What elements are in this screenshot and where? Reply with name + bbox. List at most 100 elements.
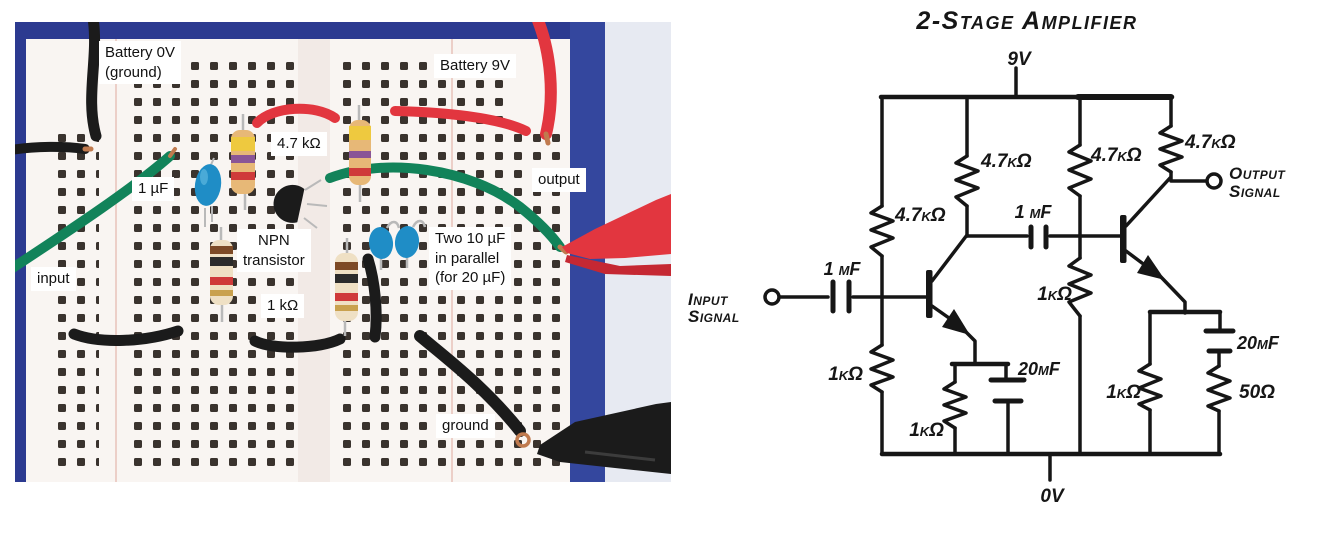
black-wire-vertical	[362, 253, 382, 343]
resistor-collector1-zigzag	[954, 154, 980, 208]
black-wire-ground-diagonal	[414, 330, 526, 437]
resistor-lead	[343, 238, 349, 336]
resistor-output50-zigzag	[1206, 364, 1232, 413]
label-line: (for 20 µF)	[435, 269, 506, 286]
q1-emitter-lead	[930, 304, 977, 364]
input-signal-label-line2: Signal	[688, 307, 740, 326]
emitter2-network-wires	[1148, 311, 1222, 456]
hole-grid-left-rail	[49, 130, 99, 470]
resistor-47k-1	[231, 114, 255, 210]
r-divider2-bottom-label: 1kΩ	[1037, 284, 1072, 305]
r-divider2-top-label: 4.7kΩ	[1090, 145, 1142, 166]
q1-emitter-arrow	[942, 309, 970, 335]
label-resistor-47k: 4.7 kΩ	[271, 132, 327, 156]
copper-tip-3	[543, 131, 551, 146]
c-bypass1-label: 20µF	[1017, 359, 1061, 379]
q1-collector-lead	[930, 233, 969, 283]
label-two-10uf: Two 10 µF in parallel (for 20 µF)	[429, 227, 512, 290]
label-line: Battery 0V	[105, 44, 176, 61]
resistor-body	[210, 240, 233, 305]
black-jumper-2	[249, 333, 346, 353]
capacitor-body	[368, 227, 394, 259]
band-brown	[210, 246, 233, 254]
label-line: in parallel	[435, 249, 500, 267]
bypass2-cap-plates	[1203, 328, 1236, 354]
copper-tip-2	[168, 147, 177, 158]
c-coupling-label: 1 µF	[1015, 202, 1053, 222]
copper-tip-4	[557, 244, 569, 255]
transistor-body	[273, 184, 305, 223]
red-wire-right-horizontal	[390, 106, 531, 136]
schematic-text: 2-Stage Amplifier 9V 0V Input Signal Out…	[688, 7, 1286, 507]
copper-loop-ground	[515, 432, 531, 448]
band-red	[231, 172, 255, 180]
band-red	[210, 277, 233, 285]
resistor-emitter1-zigzag	[942, 380, 968, 430]
resistor-47k-2	[349, 105, 371, 202]
label-input: input	[31, 267, 76, 291]
band-gold	[335, 305, 358, 311]
label-line: NPN	[258, 232, 290, 249]
capacitor-10uf-pair	[368, 219, 427, 270]
bypass1-cap-plates	[988, 377, 1027, 404]
label-ground: ground	[436, 414, 495, 438]
band-yellow	[349, 126, 371, 140]
black-alligator-clip	[537, 402, 671, 474]
r-emitter1-label: 1kΩ	[909, 420, 944, 441]
black-wire-top-left	[86, 22, 102, 142]
band-gold	[210, 290, 233, 296]
q2-collector-lead	[1124, 176, 1172, 228]
black-jumper-1	[68, 325, 184, 346]
frame-left-band	[15, 22, 26, 482]
capacitor-body	[394, 226, 420, 258]
q2-base-bar	[1120, 215, 1127, 263]
r-collector1-label: 4.7kΩ	[980, 151, 1032, 172]
npn-transistor-component	[273, 179, 328, 229]
resistor-lead	[219, 227, 224, 322]
red-wire-battery	[532, 22, 557, 140]
schematic-title: 2-Stage Amplifier	[915, 7, 1137, 35]
resistor-divider1-top-zigzag	[869, 204, 895, 258]
black-clip-highlight	[584, 450, 656, 462]
r-collector2-label: 4.7kΩ	[1184, 132, 1236, 153]
input-cap-plates	[830, 279, 852, 314]
label-cap-1uf: 1 µF	[132, 177, 175, 201]
resistor-lead	[357, 105, 362, 202]
breadboard-graphic	[15, 22, 671, 482]
r-divider1-bottom-label: 1kΩ	[828, 364, 863, 385]
resistor-1k-1	[210, 227, 233, 322]
c-input-label: 1 µF	[824, 259, 862, 279]
band-black	[335, 274, 358, 283]
breadboard-photo: Battery 0V (ground) Battery 9V 4.7 kΩ 1 …	[15, 22, 671, 482]
red-alligator-clip	[562, 194, 671, 259]
green-wire-output	[325, 162, 565, 252]
input-signal-label-line1: Input	[688, 290, 729, 309]
band-brown	[335, 262, 358, 270]
emitter1-network-wires	[953, 363, 1010, 455]
green-wire-input	[15, 151, 175, 273]
label-line: transistor	[243, 251, 305, 269]
resistor-divider2-top-zigzag	[1067, 143, 1093, 198]
r-emitter2-label: 1kΩ	[1106, 382, 1141, 403]
input-terminal	[763, 288, 781, 306]
frame-top-band	[15, 22, 605, 39]
r-divider1-top-label: 4.7kΩ	[894, 205, 946, 226]
red-clip-lower-jaw	[565, 255, 671, 276]
capacitor-highlight	[200, 169, 208, 185]
band-red	[335, 293, 358, 301]
c-bypass2-label: 20µF	[1236, 333, 1280, 353]
label-line: (ground)	[105, 63, 162, 81]
black-wire-left-horizontal	[15, 141, 90, 155]
band-black	[210, 257, 233, 266]
q2-emitter-lead	[1124, 249, 1187, 315]
output-signal-label-line1: Output	[1229, 164, 1286, 183]
label-resistor-1k: 1 kΩ	[261, 294, 305, 318]
label-battery-ground: Battery 0V (ground)	[99, 41, 182, 84]
resistor-lead	[241, 114, 247, 210]
capacitor-lead	[379, 219, 427, 270]
band-violet	[231, 155, 255, 163]
schematic-capacitors	[830, 224, 1236, 404]
band-red	[349, 168, 371, 176]
